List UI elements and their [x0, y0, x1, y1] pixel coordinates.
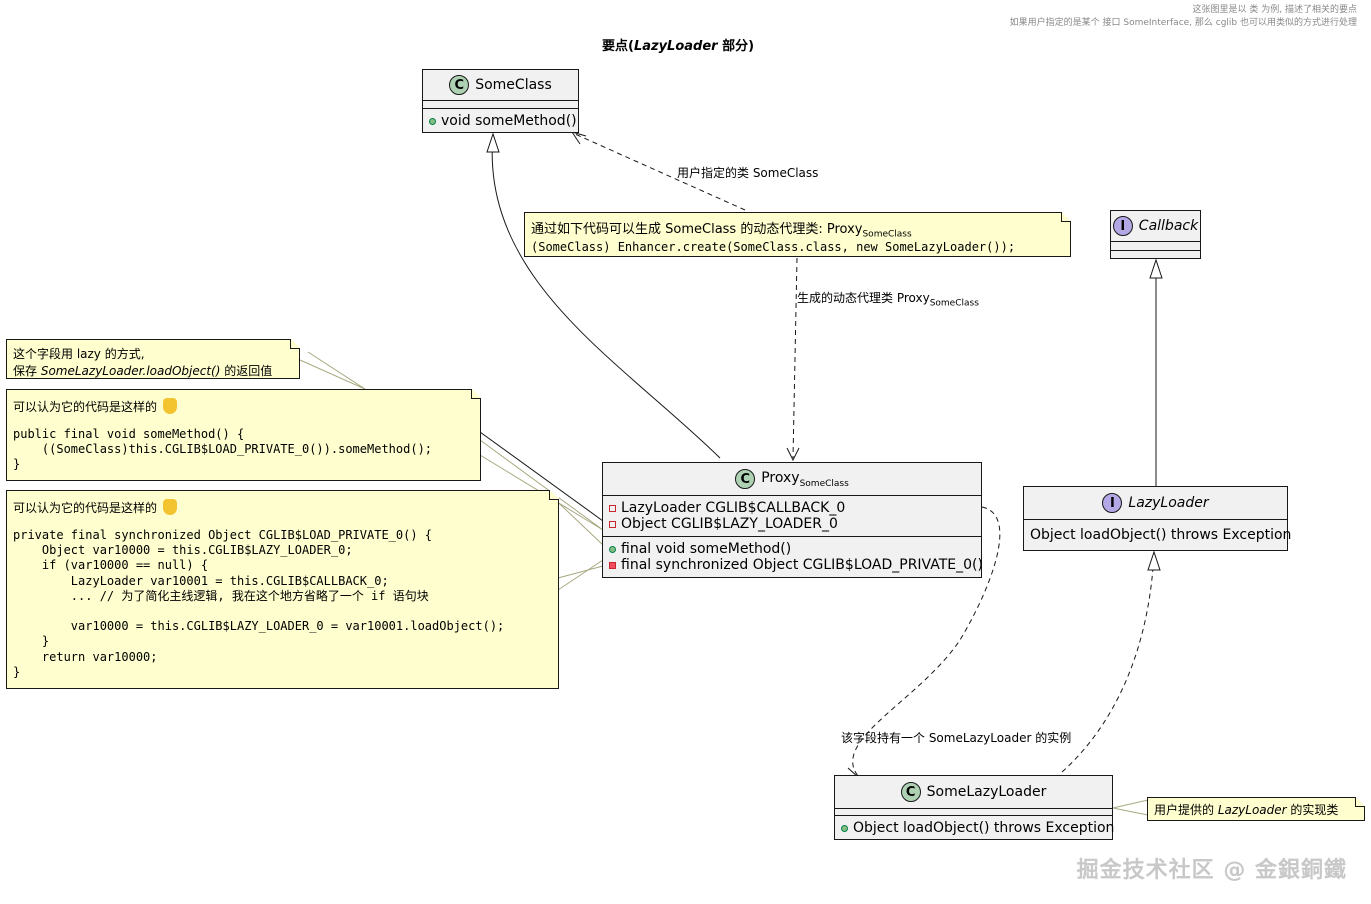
- private-icon: [609, 561, 616, 569]
- public-icon: [609, 545, 616, 553]
- point-down-icon: [163, 499, 178, 515]
- label-generated: 生成的动态代理类 ProxySomeClass: [797, 291, 979, 309]
- method: final synchronized Object CGLIB$LOAD_PRI…: [621, 557, 983, 573]
- interface-callback[interactable]: I Callback: [1110, 210, 1201, 259]
- title-suffix: 部分): [717, 39, 755, 54]
- method: final void someMethod(): [621, 541, 792, 557]
- note-enhancer: 通过如下代码可以生成 SomeClass 的动态代理类: ProxySomeCl…: [524, 212, 1071, 257]
- point-down-icon: [163, 398, 178, 414]
- private-icon: [609, 520, 616, 528]
- class-name: ProxySomeClass: [761, 469, 849, 489]
- realization-somelazyloader-lazyloader: [1061, 551, 1155, 773]
- class-name: SomeLazyLoader: [926, 784, 1047, 800]
- interface-name: LazyLoader: [1128, 495, 1209, 511]
- note-heading: 可以认为它的代码是这样的: [13, 400, 158, 414]
- note-impl: 用户提供的 LazyLoader 的实现类: [1147, 797, 1365, 821]
- field: Object CGLIB$LAZY_LOADER_0: [621, 516, 838, 532]
- label-holds-instance: 该字段持有一个 SomeLazyLoader 的实例: [841, 731, 1072, 745]
- method: Object loadObject() throws Exception: [1030, 527, 1292, 543]
- diagram-title: 要点(LazyLoader 部分): [602, 35, 754, 54]
- label-user-specified: 用户指定的类 SomeClass: [677, 166, 819, 180]
- field: LazyLoader CGLIB$CALLBACK_0: [621, 500, 846, 516]
- method: void someMethod(): [441, 113, 577, 129]
- header-note-line2: 如果用户指定的是某个 接口 SomeInterface, 那么 cglib 也可…: [1009, 18, 1357, 28]
- interface-icon: I: [1102, 493, 1123, 513]
- private-icon: [609, 504, 616, 512]
- note-code: (SomeClass) Enhancer.create(SomeClass.cl…: [531, 239, 1016, 254]
- note-line1: 这个字段用 lazy 的方式,: [13, 347, 145, 361]
- watermark: 掘金技术社区 @ 金銀銅鐵: [1076, 858, 1347, 883]
- note-text: 通过如下代码可以生成 SomeClass 的动态代理类: Proxy: [531, 222, 863, 237]
- dependency-note-proxy: [792, 257, 798, 459]
- class-proxy[interactable]: C ProxySomeClass LazyLoader CGLIB$CALLBA…: [602, 462, 983, 578]
- note-heading: 可以认为它的代码是这样的: [13, 501, 158, 515]
- title-name: LazyLoader: [633, 39, 718, 54]
- header-note: 这张图里是以 类 为例, 描述了相关的要点 如果用户指定的是某个 接口 Some…: [1010, 2, 1357, 28]
- method: Object loadObject() throws Exception: [853, 820, 1115, 836]
- inheritance-proxy-someclass: [491, 133, 721, 459]
- interface-icon: I: [1112, 216, 1133, 236]
- public-icon: [429, 117, 436, 125]
- title-prefix: 要点(: [602, 39, 634, 54]
- interface-lazyloader[interactable]: I LazyLoader Object loadObject() throws …: [1023, 486, 1292, 551]
- note-lazy-field: 这个字段用 lazy 的方式, 保存 SomeLazyLoader.loadOb…: [6, 339, 300, 379]
- association-proxy-somelazyloader: [852, 506, 1001, 777]
- note-load-private: 可以认为它的代码是这样的 private final synchronized …: [6, 490, 559, 689]
- note-code: private final synchronized Object CGLIB$…: [13, 528, 505, 679]
- class-icon: C: [735, 469, 756, 489]
- class-someclass[interactable]: C SomeClass void someMethod(): [422, 69, 579, 133]
- class-icon: C: [449, 75, 470, 95]
- header-note-line1: 这张图里是以 类 为例, 描述了相关的要点: [1192, 5, 1357, 15]
- dependency-note-someclass: [574, 133, 746, 211]
- note-some-method: 可以认为它的代码是这样的 public final void someMetho…: [6, 389, 481, 481]
- class-somelazyloader[interactable]: C SomeLazyLoader Object loadObject() thr…: [834, 775, 1115, 840]
- note-sub: SomeClass: [862, 229, 912, 240]
- class-name: SomeClass: [475, 77, 552, 93]
- note-code: public final void someMethod() { ((SomeC…: [13, 427, 433, 471]
- class-icon: C: [900, 782, 921, 802]
- interface-name: Callback: [1138, 218, 1199, 234]
- public-icon: [841, 824, 848, 832]
